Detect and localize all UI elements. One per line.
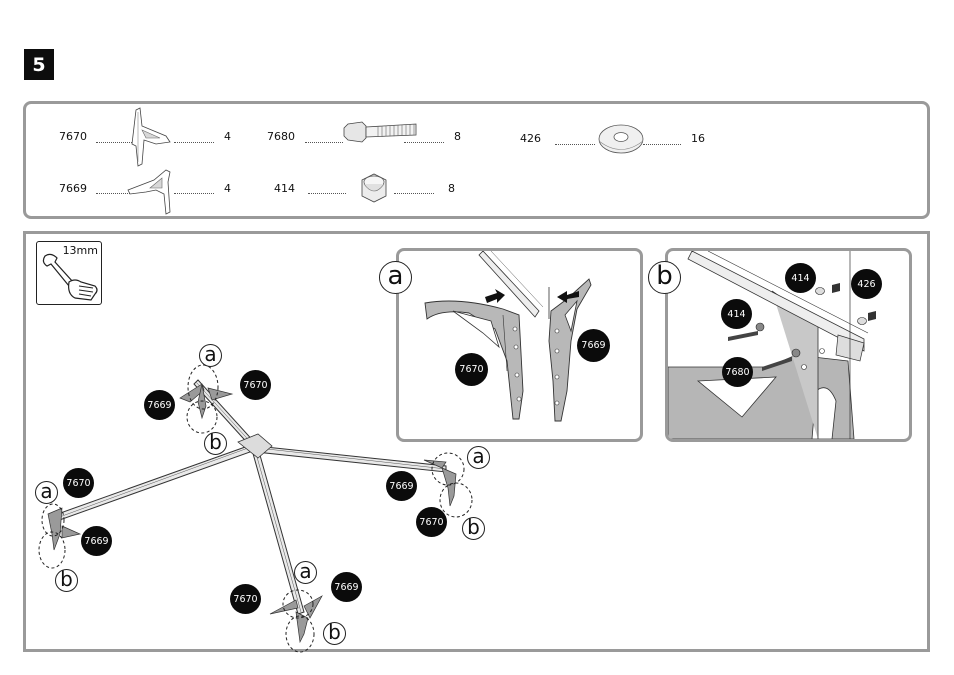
parts-list-panel: 7670 4 7680 8 426 16 7669 4	[23, 101, 930, 219]
label-7669: 7669	[386, 471, 417, 501]
part-qty-7670: 4	[224, 130, 231, 143]
leader-dots	[308, 193, 346, 194]
bolt-icon	[343, 121, 417, 143]
detail-a-drawing	[424, 251, 592, 422]
callout-a: a	[199, 344, 222, 367]
leader-dots	[174, 142, 214, 143]
part-code-7680: 7680	[267, 130, 295, 143]
roof-frame-drawing	[38, 364, 473, 653]
label-414: 414	[721, 299, 752, 329]
wrench-hand-icon	[42, 253, 98, 301]
label-7669: 7669	[331, 572, 362, 602]
leader-dots	[305, 142, 343, 143]
label-7680: 7680	[722, 357, 753, 387]
label-7669: 7669	[81, 526, 112, 556]
callout-b: b	[204, 432, 227, 455]
part-code-426: 426	[520, 132, 541, 145]
leader-dots	[643, 144, 681, 145]
leader-dots	[404, 142, 444, 143]
callout-a: a	[35, 481, 58, 504]
label-7670: 7670	[63, 468, 94, 498]
leader-dots	[96, 142, 134, 143]
nut-icon	[361, 173, 387, 203]
part-qty-426: 16	[691, 132, 705, 145]
detail-b-panel: 414 426 414 7680	[665, 248, 912, 442]
label-7669: 7669	[577, 329, 610, 362]
leader-dots	[96, 193, 134, 194]
step-number-badge: 5	[24, 49, 54, 80]
detail-a-callout: a	[379, 261, 412, 294]
label-7670: 7670	[230, 584, 261, 614]
label-7670: 7670	[240, 370, 271, 400]
label-7669: 7669	[144, 390, 175, 420]
detail-a-panel: 7670 7669	[396, 248, 643, 442]
detail-b-callout: b	[648, 261, 681, 294]
label-426: 426	[851, 269, 882, 299]
label-414: 414	[785, 263, 816, 293]
callout-b: b	[55, 569, 78, 592]
callout-a: a	[294, 561, 317, 584]
part-code-414: 414	[274, 182, 295, 195]
part-code-7669: 7669	[59, 182, 87, 195]
part-qty-7669: 4	[224, 182, 231, 195]
tool-size-label: 13mm	[62, 244, 98, 257]
tool-indicator: 13mm	[36, 241, 102, 305]
label-7670: 7670	[455, 353, 488, 386]
bracket-7670-icon	[131, 107, 171, 167]
detail-b-drawing	[668, 251, 876, 439]
part-qty-7680: 8	[454, 130, 461, 143]
part-code-7670: 7670	[59, 130, 87, 143]
callout-b: b	[462, 517, 485, 540]
bracket-7669-icon	[127, 169, 171, 215]
leader-dots	[174, 193, 214, 194]
part-qty-414: 8	[448, 182, 455, 195]
assembly-panel: 13mm	[23, 231, 930, 653]
leader-dots	[555, 144, 595, 145]
washer-icon	[598, 124, 644, 154]
callout-a: a	[467, 446, 490, 469]
label-7670: 7670	[416, 507, 447, 537]
leader-dots	[394, 193, 434, 194]
callout-b: b	[323, 622, 346, 645]
